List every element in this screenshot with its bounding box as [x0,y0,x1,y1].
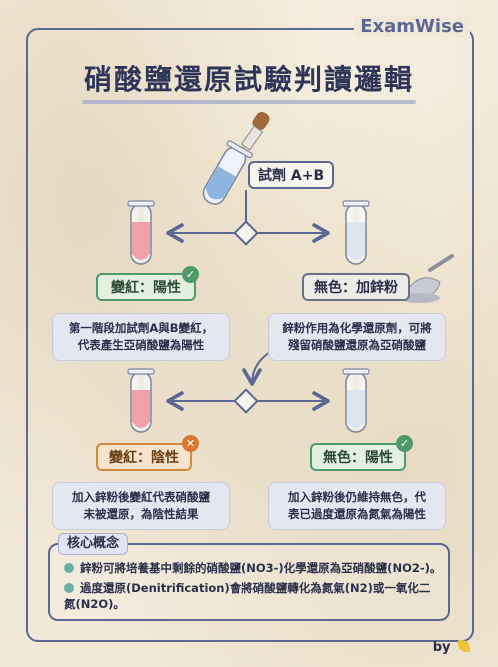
note-line: 未被還原，為陰性結果 [83,507,199,521]
note-step2-left: 加入鋅粉後變紅代表硝酸鹽 未被還原，為陰性結果 [52,482,230,530]
result-clear-positive: 無色：陽性 [310,443,406,471]
result-red-positive: 變紅：陽性 [96,273,196,301]
note-line: 表已過度還原為氮氣為陽性 [288,507,426,521]
frame-border [26,28,474,642]
result-red-negative: 變紅：陰性 [96,443,192,471]
decision-diamond-2 [233,388,259,414]
note-line: 殘留硝酸鹽還原為亞硝酸鹽 [288,338,426,352]
test-tube-clear-icon-2 [342,368,370,433]
title-underline [82,100,416,104]
cross-icon: ✕ [182,435,199,452]
bullet-icon [64,563,74,573]
test-tube-clear-icon [342,200,370,265]
logo-icon [458,640,470,652]
brand-logo: ExamWise [354,16,470,37]
result-clear-add-zinc: 無色：加鋅粉 [302,273,410,301]
test-tube-red-icon-2 [127,368,155,433]
note-line: 加入鋅粉後變紅代表硝酸鹽 [72,490,210,504]
core-concept-title: 核心概念 [58,533,128,555]
note-line: 代表產生亞硝酸鹽為陽性 [77,338,205,352]
note-line: 第一階段加試劑A與B變紅， [68,321,214,335]
byline: by [433,640,470,655]
core-item-text: 過度還原(Denitrification)會將硝酸鹽轉化為氮氣(N2)或一氧化二 [80,581,431,595]
note-step1-left: 第一階段加試劑A與B變紅， 代表產生亞硝酸鹽為陽性 [52,313,230,361]
check-icon: ✓ [182,266,199,283]
check-icon: ✓ [396,435,413,452]
test-tube-reagent-icon [202,140,253,205]
core-item: 鋅粉可將培養基中剩餘的硝酸鹽(NO3-)化學還原為亞硝酸鹽(NO2-)。 [64,560,446,576]
note-step1-right: 鋅粉作用為化學還原劑，可將 殘留硝酸鹽還原為亞硝酸鹽 [268,313,446,361]
core-item: 過度還原(Denitrification)會將硝酸鹽轉化為氮氣(N2)或一氧化二… [64,580,446,612]
byline-text: by [432,640,451,655]
note-step2-right: 加入鋅粉後仍維持無色，代 表已過度還原為氮氣為陽性 [268,482,446,530]
note-line: 加入鋅粉後仍維持無色，代 [288,490,426,504]
test-tube-red-icon [127,200,155,265]
core-concept-box [48,543,450,621]
core-item-text: 氮(N2O)。 [64,597,125,611]
note-line: 鋅粉作用為化學還原劑，可將 [282,321,432,335]
decision-diamond [233,220,259,246]
zinc-powder-icon [400,254,454,303]
reagent-label: 試劑 A+B [248,161,334,189]
core-item-text: 鋅粉可將培養基中剩餘的硝酸鹽(NO3-)化學還原為亞硝酸鹽(NO2-)。 [80,561,442,575]
bullet-icon [64,583,74,593]
page-title: 硝酸鹽還原試驗判讀邏輯 [83,63,414,96]
